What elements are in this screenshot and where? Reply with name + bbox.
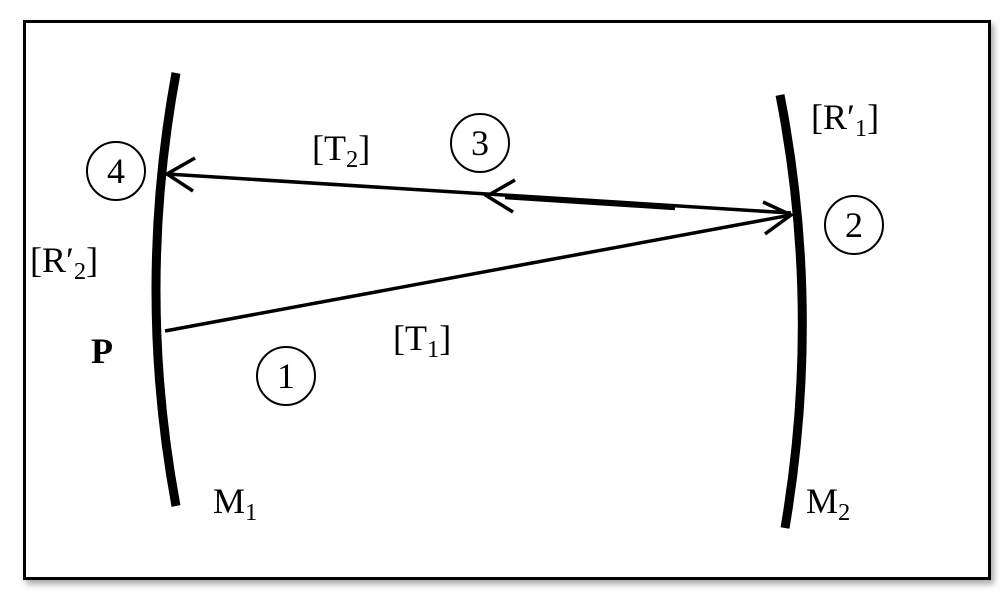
ray-t2-mid-arrowhead xyxy=(483,178,516,214)
diagram-frame xyxy=(23,20,991,580)
step-4-number: 4 xyxy=(107,151,125,191)
ray-t2 xyxy=(166,172,792,215)
mirror-m1 xyxy=(151,72,181,507)
label-mirror-m2: M2 xyxy=(806,481,851,526)
label-mirror-m1: M1 xyxy=(213,481,258,526)
ray-t1-arrowhead xyxy=(762,200,795,236)
step-2-circle: 2 xyxy=(824,195,884,255)
step-1-number: 1 xyxy=(277,356,295,396)
step-3-circle: 3 xyxy=(450,113,510,173)
label-t1: [T1] xyxy=(393,318,452,363)
label-r2-prime: [R′2] xyxy=(30,240,99,285)
ray-t2-end-arrowhead xyxy=(163,156,196,193)
label-point-p: P xyxy=(91,331,113,371)
step-1-circle: 1 xyxy=(256,346,316,406)
mirror-m2 xyxy=(775,94,807,529)
step-2-number: 2 xyxy=(845,205,863,245)
ray-t2-inner-stroke xyxy=(504,194,676,211)
label-r1-prime: [R′1] xyxy=(811,97,880,142)
ray-t1 xyxy=(164,213,792,333)
step-4-circle: 4 xyxy=(86,141,146,201)
label-t2: [T2] xyxy=(312,128,371,173)
step-3-number: 3 xyxy=(471,123,489,163)
